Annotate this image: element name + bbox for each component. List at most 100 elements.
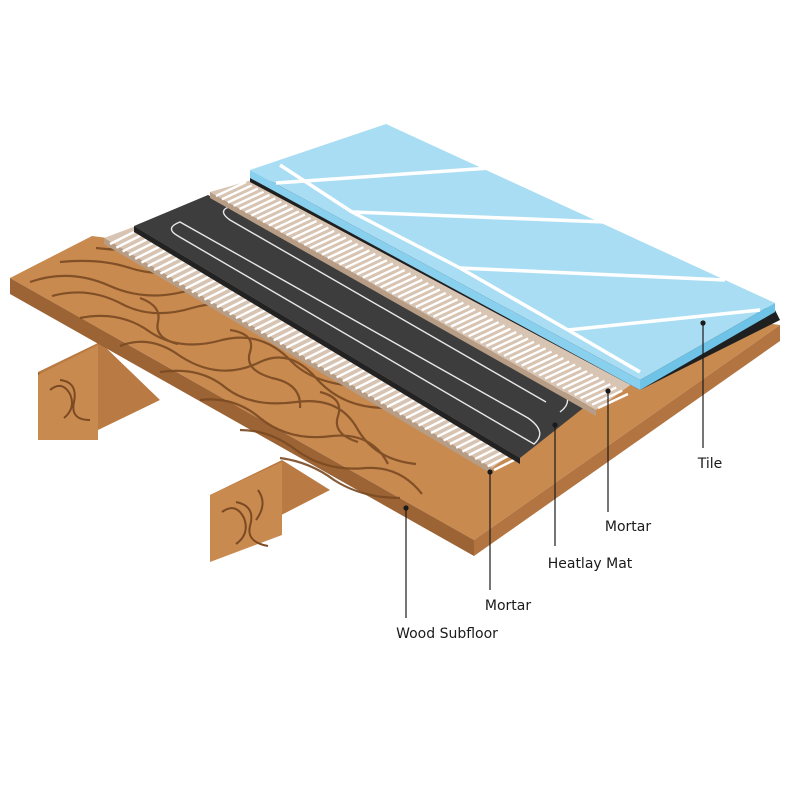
- mortar-rib: [450, 311, 482, 328]
- mortar-rib: [250, 200, 282, 217]
- mortar-upper-label: Mortar: [605, 519, 651, 535]
- wood-subfloor-label: Wood Subfloor: [396, 626, 498, 642]
- mortar-rib: [285, 334, 311, 349]
- mortar-rib: [468, 321, 500, 338]
- mortar-rib: [568, 376, 600, 393]
- mortar-rib: [556, 370, 588, 387]
- mortar-rib: [109, 230, 135, 246]
- mortar-rib: [310, 349, 336, 364]
- mortar-rib: [235, 305, 261, 320]
- mortar-rib: [266, 323, 292, 338]
- heatlay-mat-label: Heatlay Mat: [548, 556, 633, 572]
- mortar-rib: [503, 340, 535, 357]
- mortar-rib: [462, 317, 494, 335]
- mortar-rib: [229, 301, 255, 316]
- mortar-rib: [367, 382, 393, 397]
- mortar-rib: [166, 264, 192, 279]
- mortar-rib: [573, 379, 606, 397]
- mortar-rib: [336, 364, 362, 379]
- mortar-rib: [597, 392, 629, 410]
- mortar-rib: [585, 386, 617, 403]
- mortar-rib: [544, 363, 576, 380]
- mortar-rib: [279, 330, 305, 346]
- mortar-rib: [479, 327, 512, 344]
- mortar-rib: [532, 357, 564, 374]
- mortar-rib: [399, 401, 425, 416]
- mortar-rib: [438, 304, 470, 321]
- mortar-rib: [221, 184, 253, 201]
- mortar-rib: [262, 207, 294, 224]
- mortar-rib: [203, 286, 229, 301]
- mortar-rib: [350, 255, 382, 273]
- mortar-rib: [254, 316, 280, 331]
- mortar-rib: [115, 234, 141, 249]
- mortar-rib: [362, 262, 394, 279]
- mortar-rib: [122, 238, 148, 253]
- floor-joists: [38, 342, 330, 562]
- mortar-rib: [227, 187, 259, 204]
- mortar-upper-layer: [210, 180, 640, 416]
- mortar-rib: [147, 253, 173, 268]
- mortar-rib: [354, 375, 381, 390]
- mortar-rib: [550, 366, 582, 383]
- mortar-rib: [274, 213, 306, 230]
- mortar-rib: [373, 386, 399, 401]
- mortar-rib: [392, 397, 418, 412]
- mortar-rib: [256, 203, 288, 220]
- mortar-rib: [244, 197, 276, 214]
- mortar-rib: [153, 256, 179, 271]
- mortar-rib: [134, 245, 160, 260]
- mortar-rib: [215, 180, 247, 198]
- mortar-rib: [515, 347, 547, 364]
- mortar-rib: [268, 210, 300, 227]
- mortar-rib: [591, 389, 623, 406]
- mortar-rib: [216, 293, 242, 309]
- mortar-rib: [298, 342, 324, 357]
- mortar-rib: [321, 239, 353, 256]
- mortar-rib: [521, 350, 553, 367]
- mortar-rib: [241, 308, 267, 323]
- tile-label: Tile: [697, 456, 723, 472]
- mortar-rib: [315, 236, 347, 253]
- mortar-rib: [303, 229, 335, 246]
- mortar-rib: [172, 267, 198, 283]
- mortar-rib: [140, 249, 167, 264]
- mortar-rib: [391, 278, 423, 295]
- mortar-rib: [526, 353, 559, 370]
- mortar-rib: [497, 337, 529, 354]
- mortar-rib: [191, 279, 217, 294]
- mortar-rib: [415, 291, 447, 308]
- mortar-rib: [385, 275, 417, 292]
- mortar-rib: [280, 216, 312, 233]
- mortar-rib: [273, 327, 299, 342]
- mortar-rib: [260, 319, 286, 334]
- mortar-rib: [427, 298, 459, 315]
- mortar-rib: [409, 288, 441, 305]
- mortar-rib: [403, 285, 435, 302]
- mortar-rib: [397, 282, 429, 299]
- mortar-rib: [405, 405, 431, 420]
- mortar-rib: [421, 295, 453, 312]
- mortar-rib: [432, 301, 464, 318]
- mortar-rib: [361, 379, 387, 394]
- callouts: Tile Mortar Heatlay Mat Mortar Wood Subf…: [396, 320, 722, 642]
- mortar-rib: [304, 345, 330, 360]
- mortar-rib: [386, 393, 412, 409]
- mortar-rib: [449, 431, 475, 446]
- mortar-rib: [332, 246, 365, 263]
- tile-grout-lines: [275, 163, 761, 374]
- mortar-rib: [297, 226, 329, 243]
- mortar-rib: [538, 360, 570, 377]
- tile-layer: [250, 124, 780, 390]
- mortar-rib: [329, 360, 355, 375]
- mortar-rib: [456, 314, 488, 331]
- mortar-rib: [291, 223, 323, 240]
- mortar-rib: [247, 312, 274, 327]
- mortar-rib: [411, 408, 437, 423]
- mortar-upper-ribs: [215, 180, 629, 410]
- mortar-rib: [233, 190, 265, 207]
- mortar-rib: [317, 353, 343, 368]
- mortar-rib: [309, 233, 341, 250]
- mortar-rib: [222, 297, 248, 312]
- mortar-rib: [374, 269, 406, 286]
